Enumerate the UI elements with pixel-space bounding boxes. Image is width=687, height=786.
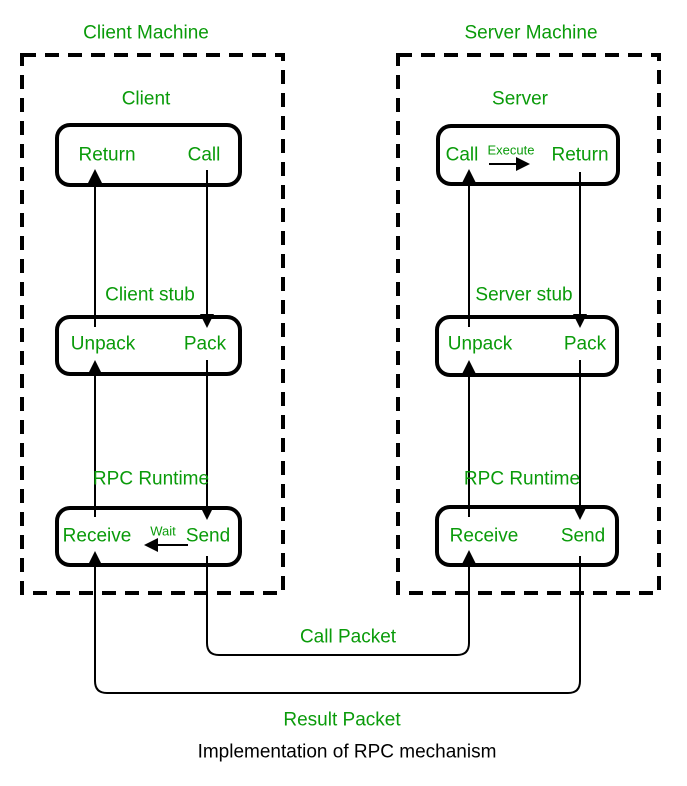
- diagram-title: Implementation of RPC mechanism: [197, 741, 497, 763]
- server-receive-label: Receive: [449, 525, 519, 547]
- client-stub-label: Client stub: [105, 284, 195, 306]
- server-call-label: Call: [445, 144, 479, 166]
- call-packet-path: [206, 550, 476, 656]
- result-packet-path: [88, 551, 581, 694]
- server-pack-label: Pack: [563, 333, 607, 355]
- server-runtime-label: RPC Runtime: [463, 468, 581, 490]
- result-packet-label: Result Packet: [283, 709, 401, 731]
- client-app-box: [55, 123, 242, 187]
- server-stub-box: [435, 315, 619, 377]
- server-return-label: Return: [551, 144, 609, 166]
- client-pack-label: Pack: [183, 333, 227, 355]
- client-machine-border: [20, 53, 285, 595]
- client-unpack-label: Unpack: [70, 333, 136, 355]
- client-send-label: Send: [185, 525, 231, 547]
- client-call-label: Call: [187, 144, 221, 166]
- client-receive-label: Receive: [62, 525, 132, 547]
- client-runtime-label: RPC Runtime: [92, 468, 210, 490]
- wait-label: Wait: [150, 523, 176, 539]
- server-send-label: Send: [560, 525, 606, 547]
- server-unpack-label: Unpack: [447, 333, 513, 355]
- execute-label: Execute: [487, 142, 535, 158]
- server-runtime-box: [435, 505, 619, 567]
- client-stub-box: [55, 315, 242, 376]
- client-app-label: Client: [121, 88, 171, 110]
- client-runtime-box: [55, 506, 242, 567]
- client-return-label: Return: [78, 144, 136, 166]
- server-app-box: [436, 124, 620, 186]
- server-app-label: Server: [492, 88, 548, 110]
- server-machine-border: [396, 53, 661, 595]
- call-packet-label: Call Packet: [299, 626, 397, 648]
- server-machine-label: Server Machine: [464, 22, 598, 44]
- server-stub-label: Server stub: [475, 284, 573, 306]
- client-machine-label: Client Machine: [83, 22, 209, 44]
